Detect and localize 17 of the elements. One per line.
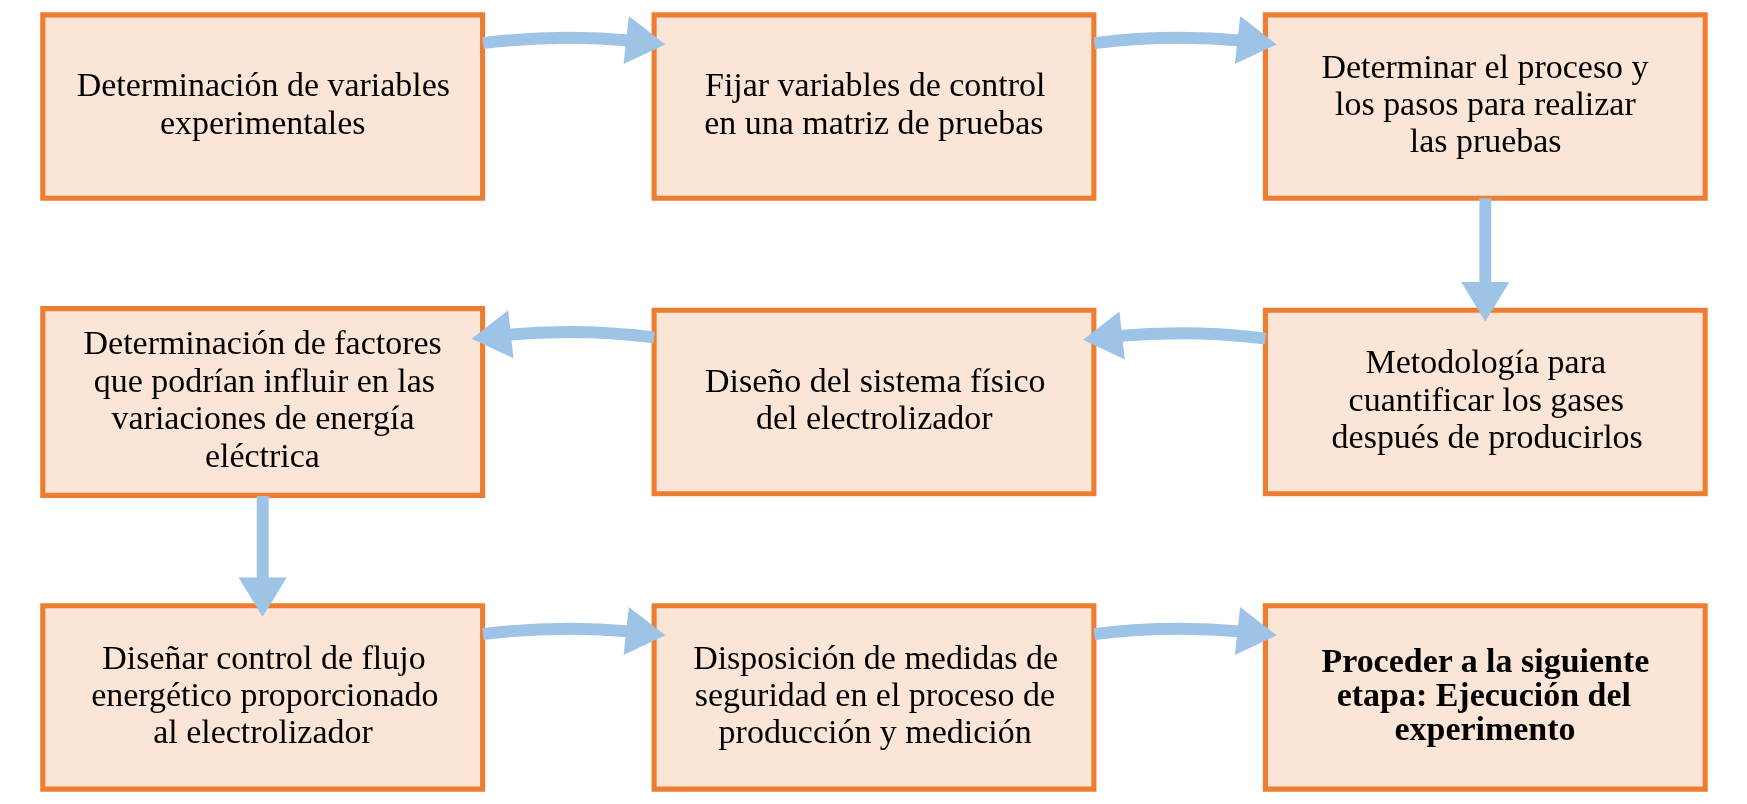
arrow bbox=[481, 16, 665, 65]
node-box: Diseñar control de flujo energético proporcionado al electrolizador bbox=[39, 603, 485, 792]
arrow bbox=[238, 496, 287, 617]
node-box: Diseño del sistema físico del electrolizador bbox=[651, 307, 1096, 497]
arrow bbox=[1093, 607, 1277, 656]
node-box: Fijar variables de control en una matriz de pruebas bbox=[651, 12, 1096, 201]
arrow bbox=[1082, 311, 1266, 360]
node-box: Determinación de factores que podrían influir en las variaciones de energía eléctrica bbox=[39, 306, 485, 498]
arrow bbox=[471, 310, 655, 359]
arrow bbox=[1460, 198, 1509, 322]
node-box: Disposición de medidas de seguridad en el proceso de producción y medición bbox=[651, 603, 1096, 792]
node-box: Proceder a la siguiente etapa: Ejecución del experimento bbox=[1262, 603, 1708, 792]
node-box: Determinar el proceso y los pasos para realizar las pruebas bbox=[1262, 12, 1708, 201]
arrow bbox=[1093, 16, 1277, 65]
node-box: Metodología para cuantificar los gases después de producirlos bbox=[1262, 307, 1708, 497]
arrow bbox=[481, 607, 665, 656]
node-box: Determinación de variables experimentales bbox=[39, 12, 485, 201]
